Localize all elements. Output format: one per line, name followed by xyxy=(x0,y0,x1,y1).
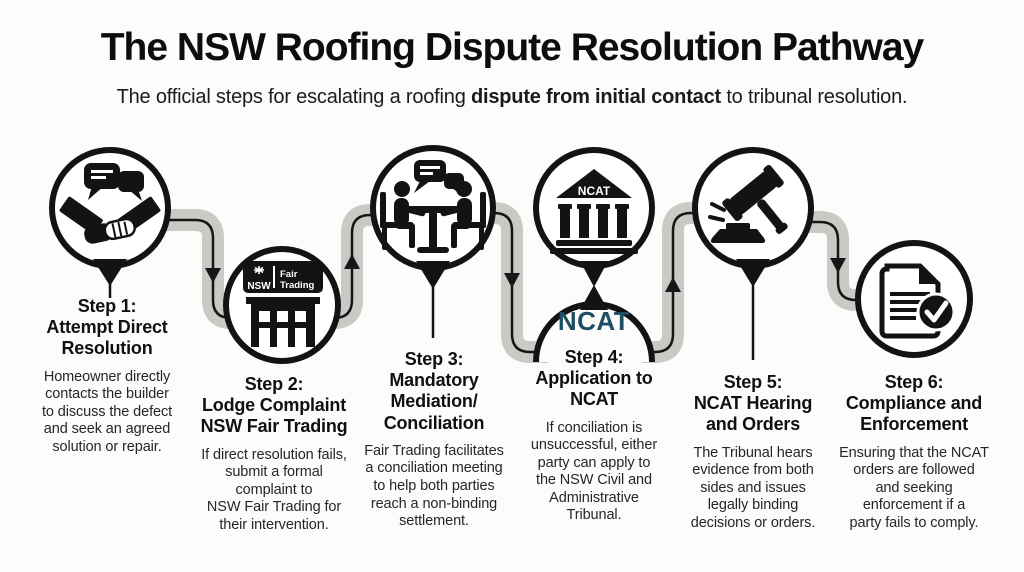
step-5-text: Step 5: NCAT Hearing and Orders The Trib… xyxy=(658,372,848,532)
badge-org-text: NSW xyxy=(247,281,271,292)
subtitle-text-normal-1: The official steps for escalating a roof… xyxy=(116,86,471,108)
step-4-description: If conciliation is unsuccessful, either … xyxy=(530,419,658,524)
mediation-table-icon xyxy=(380,160,486,253)
gavel-handle xyxy=(757,199,785,231)
step-2-description: If direct resolution fails, submit a for… xyxy=(201,446,347,533)
columns xyxy=(558,204,629,238)
sound-block xyxy=(710,223,766,243)
step-4-title: Step 4: Application to NCAT xyxy=(535,347,653,410)
page-title: The NSW Roofing Dispute Resolution Pathw… xyxy=(100,26,925,69)
gavel-head-cap-left xyxy=(722,198,743,222)
ncat-hourglass-pinch xyxy=(580,261,608,310)
subtitle-text-normal-2: to tribunal resolution. xyxy=(720,86,908,108)
fair-trading-office-icon: NSW Fair Trading xyxy=(243,261,323,347)
step-2-title: Step 2: Lodge Complaint NSW Fair Trading xyxy=(200,374,348,437)
folded-corner xyxy=(919,266,938,284)
page-subtitle: The official steps for escalating a roof… xyxy=(0,86,1024,109)
fair-trading-badge xyxy=(243,261,323,293)
step-5-title: Step 5: NCAT Hearing and Orders xyxy=(693,372,813,435)
step-2-text: Step 2: Lodge Complaint NSW Fair Trading… xyxy=(179,374,369,534)
arrow-down-icon xyxy=(830,258,846,273)
waratah-logo-icon xyxy=(254,266,264,274)
step-1-description: Homeowner directly contacts the builder … xyxy=(41,368,173,455)
ncat-node-label: NCAT xyxy=(557,306,631,336)
step-6-text: Step 6: Compliance and Enforcement Ensur… xyxy=(819,372,1009,532)
right-person-icon xyxy=(440,181,486,250)
arrow-down-icon xyxy=(205,268,221,283)
ncat-building-label: NCAT xyxy=(578,184,611,198)
step1-pointer xyxy=(93,259,127,286)
stylobate xyxy=(556,240,632,246)
pinch-lower-triangle xyxy=(580,285,608,310)
gavel-head-cap-right xyxy=(763,164,784,188)
step5-circle xyxy=(692,147,814,269)
step-3-title: Step 3: Mandatory Mediation/ Conciliatio… xyxy=(383,349,485,433)
step-1-title: Step 1: Attempt Direct Resolution xyxy=(46,296,168,359)
badge-name-line1: Fair xyxy=(280,269,298,280)
subtitle-text-bold: dispute from initial contact xyxy=(470,86,721,108)
step-6-description: Ensuring that the NCAT orders are follow… xyxy=(839,444,989,531)
step-3-description: Fair Trading facilitates a conciliation … xyxy=(364,442,504,530)
ncat-tribunal-building-icon: NCAT xyxy=(550,169,638,254)
badge-divider xyxy=(273,266,275,288)
speech-bubbles-icon xyxy=(84,163,144,201)
step-5-description: The Tribunal hears evidence from both si… xyxy=(690,444,816,531)
check-circle xyxy=(916,292,956,332)
step-3-text: Step 3: Mandatory Mediation/ Conciliatio… xyxy=(339,349,529,531)
badge-name-line2: Trading xyxy=(280,280,315,291)
office-building-icon xyxy=(246,297,320,347)
step5-pointer xyxy=(736,259,770,287)
flow-arrows xyxy=(205,254,846,292)
handshake-discussion-icon xyxy=(59,163,161,244)
pointer-stems xyxy=(93,259,770,360)
arrow-up-icon xyxy=(665,277,681,292)
step-6-title: Step 6: Compliance and Enforcement xyxy=(845,372,983,435)
impact-lines-icon xyxy=(708,202,726,222)
step3-pointer xyxy=(416,261,450,289)
gavel-head xyxy=(729,171,777,215)
left-person-icon xyxy=(380,181,426,250)
step-1-text: Step 1: Attempt Direct Resolution Homeow… xyxy=(12,296,202,456)
gavel-icon xyxy=(708,164,788,243)
pinch-upper-triangle xyxy=(580,261,608,287)
document-check-icon xyxy=(879,263,956,339)
pediment xyxy=(556,169,632,198)
document-text-lines xyxy=(890,292,930,320)
gavel-handle-end xyxy=(775,222,788,234)
checkmark-icon xyxy=(924,300,949,323)
arrow-up-icon xyxy=(344,254,360,269)
arrow-down-icon xyxy=(504,273,520,288)
handshake-icon xyxy=(59,196,161,244)
base xyxy=(550,248,638,254)
step-4-text: NCAT Step 4: Application to NCAT If conc… xyxy=(499,306,689,525)
